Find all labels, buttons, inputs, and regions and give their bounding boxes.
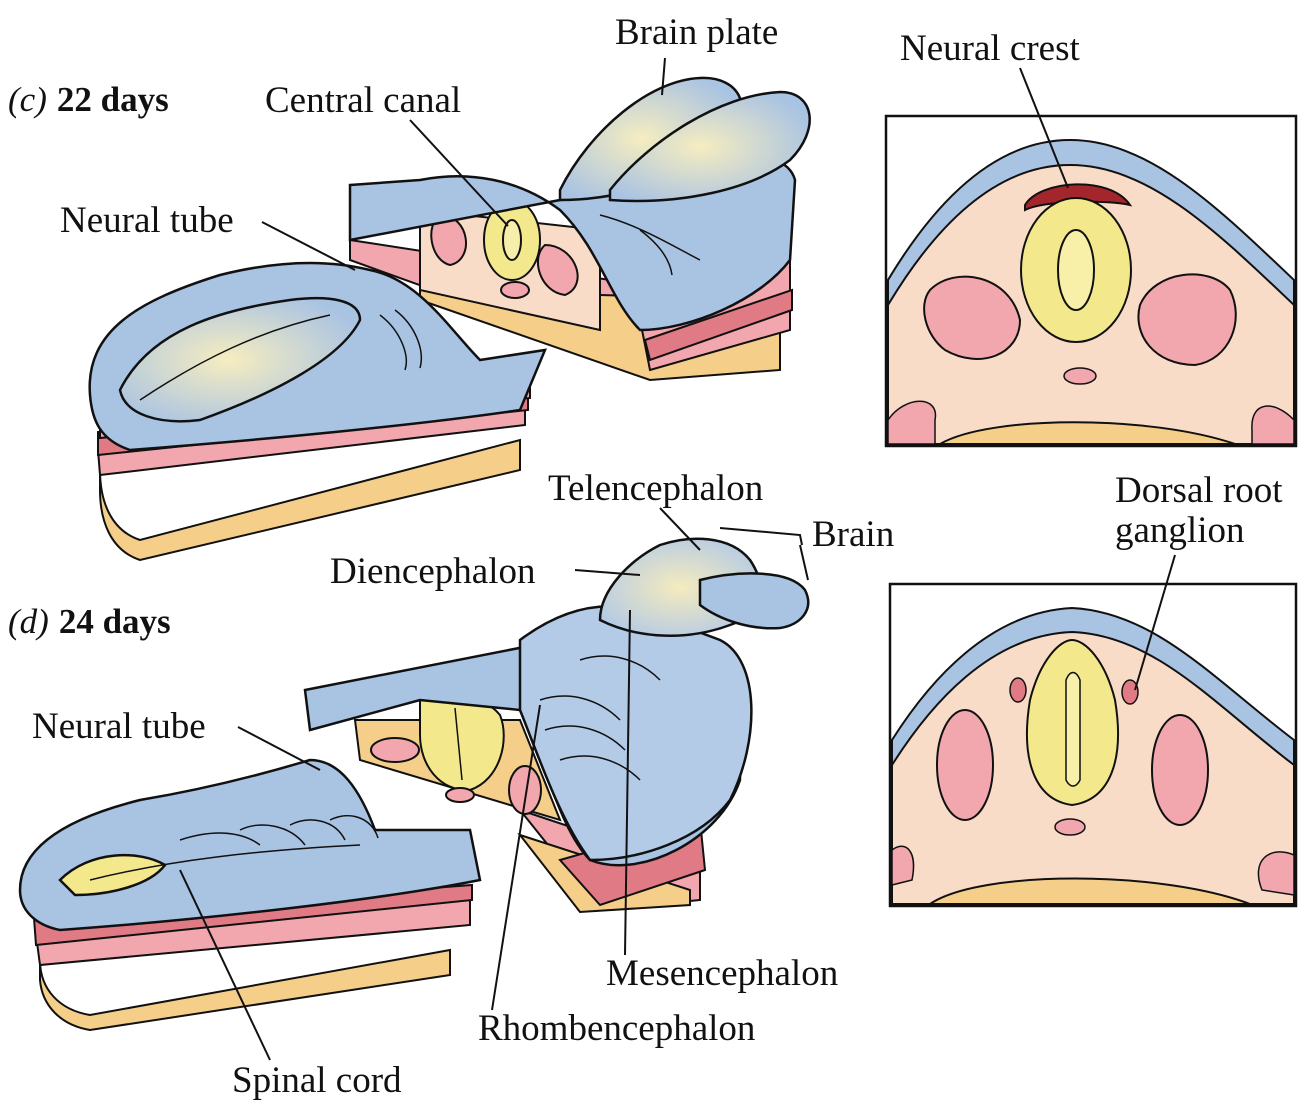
c-section-inset: [886, 116, 1296, 446]
label-central-canal: Central canal: [265, 82, 461, 119]
label-brain: Brain: [812, 516, 894, 553]
d-section-inset: [890, 584, 1296, 906]
d-inset-somite-right: [1152, 715, 1208, 825]
panel-d-heading: (d) 24 days: [8, 604, 171, 639]
label-dorsal-root-line2: ganglion: [1115, 512, 1244, 549]
label-diencephalon: Diencephalon: [330, 553, 535, 590]
panel-c-letter: (c): [8, 80, 47, 119]
leader-neural-tube-d: [238, 727, 320, 770]
label-telencephalon: Telencephalon: [548, 470, 763, 507]
leader-brain-bracket: [800, 545, 808, 580]
d-inset-drg-right: [1122, 680, 1138, 704]
label-brain-plate: Brain plate: [615, 14, 778, 51]
d-inset-drg-left: [1010, 678, 1026, 702]
label-neural-tube-c: Neural tube: [60, 202, 234, 239]
label-neural-tube-d: Neural tube: [32, 708, 206, 745]
label-mesencephalon: Mesencephalon: [606, 955, 838, 992]
label-dorsal-root-line1: Dorsal root: [1115, 472, 1283, 509]
panel-c-heading: (c) 22 days: [8, 82, 169, 117]
leader-brain-top: [720, 528, 802, 545]
panel-c-age: 22 days: [57, 80, 169, 119]
panel-d-letter: (d): [8, 602, 49, 641]
panel-d-age: 24 days: [59, 602, 171, 641]
label-rhombencephalon: Rhombencephalon: [478, 1010, 755, 1047]
d-inset-somite-left: [937, 710, 993, 820]
label-spinal-cord: Spinal cord: [232, 1062, 402, 1099]
label-neural-crest: Neural crest: [900, 30, 1080, 67]
